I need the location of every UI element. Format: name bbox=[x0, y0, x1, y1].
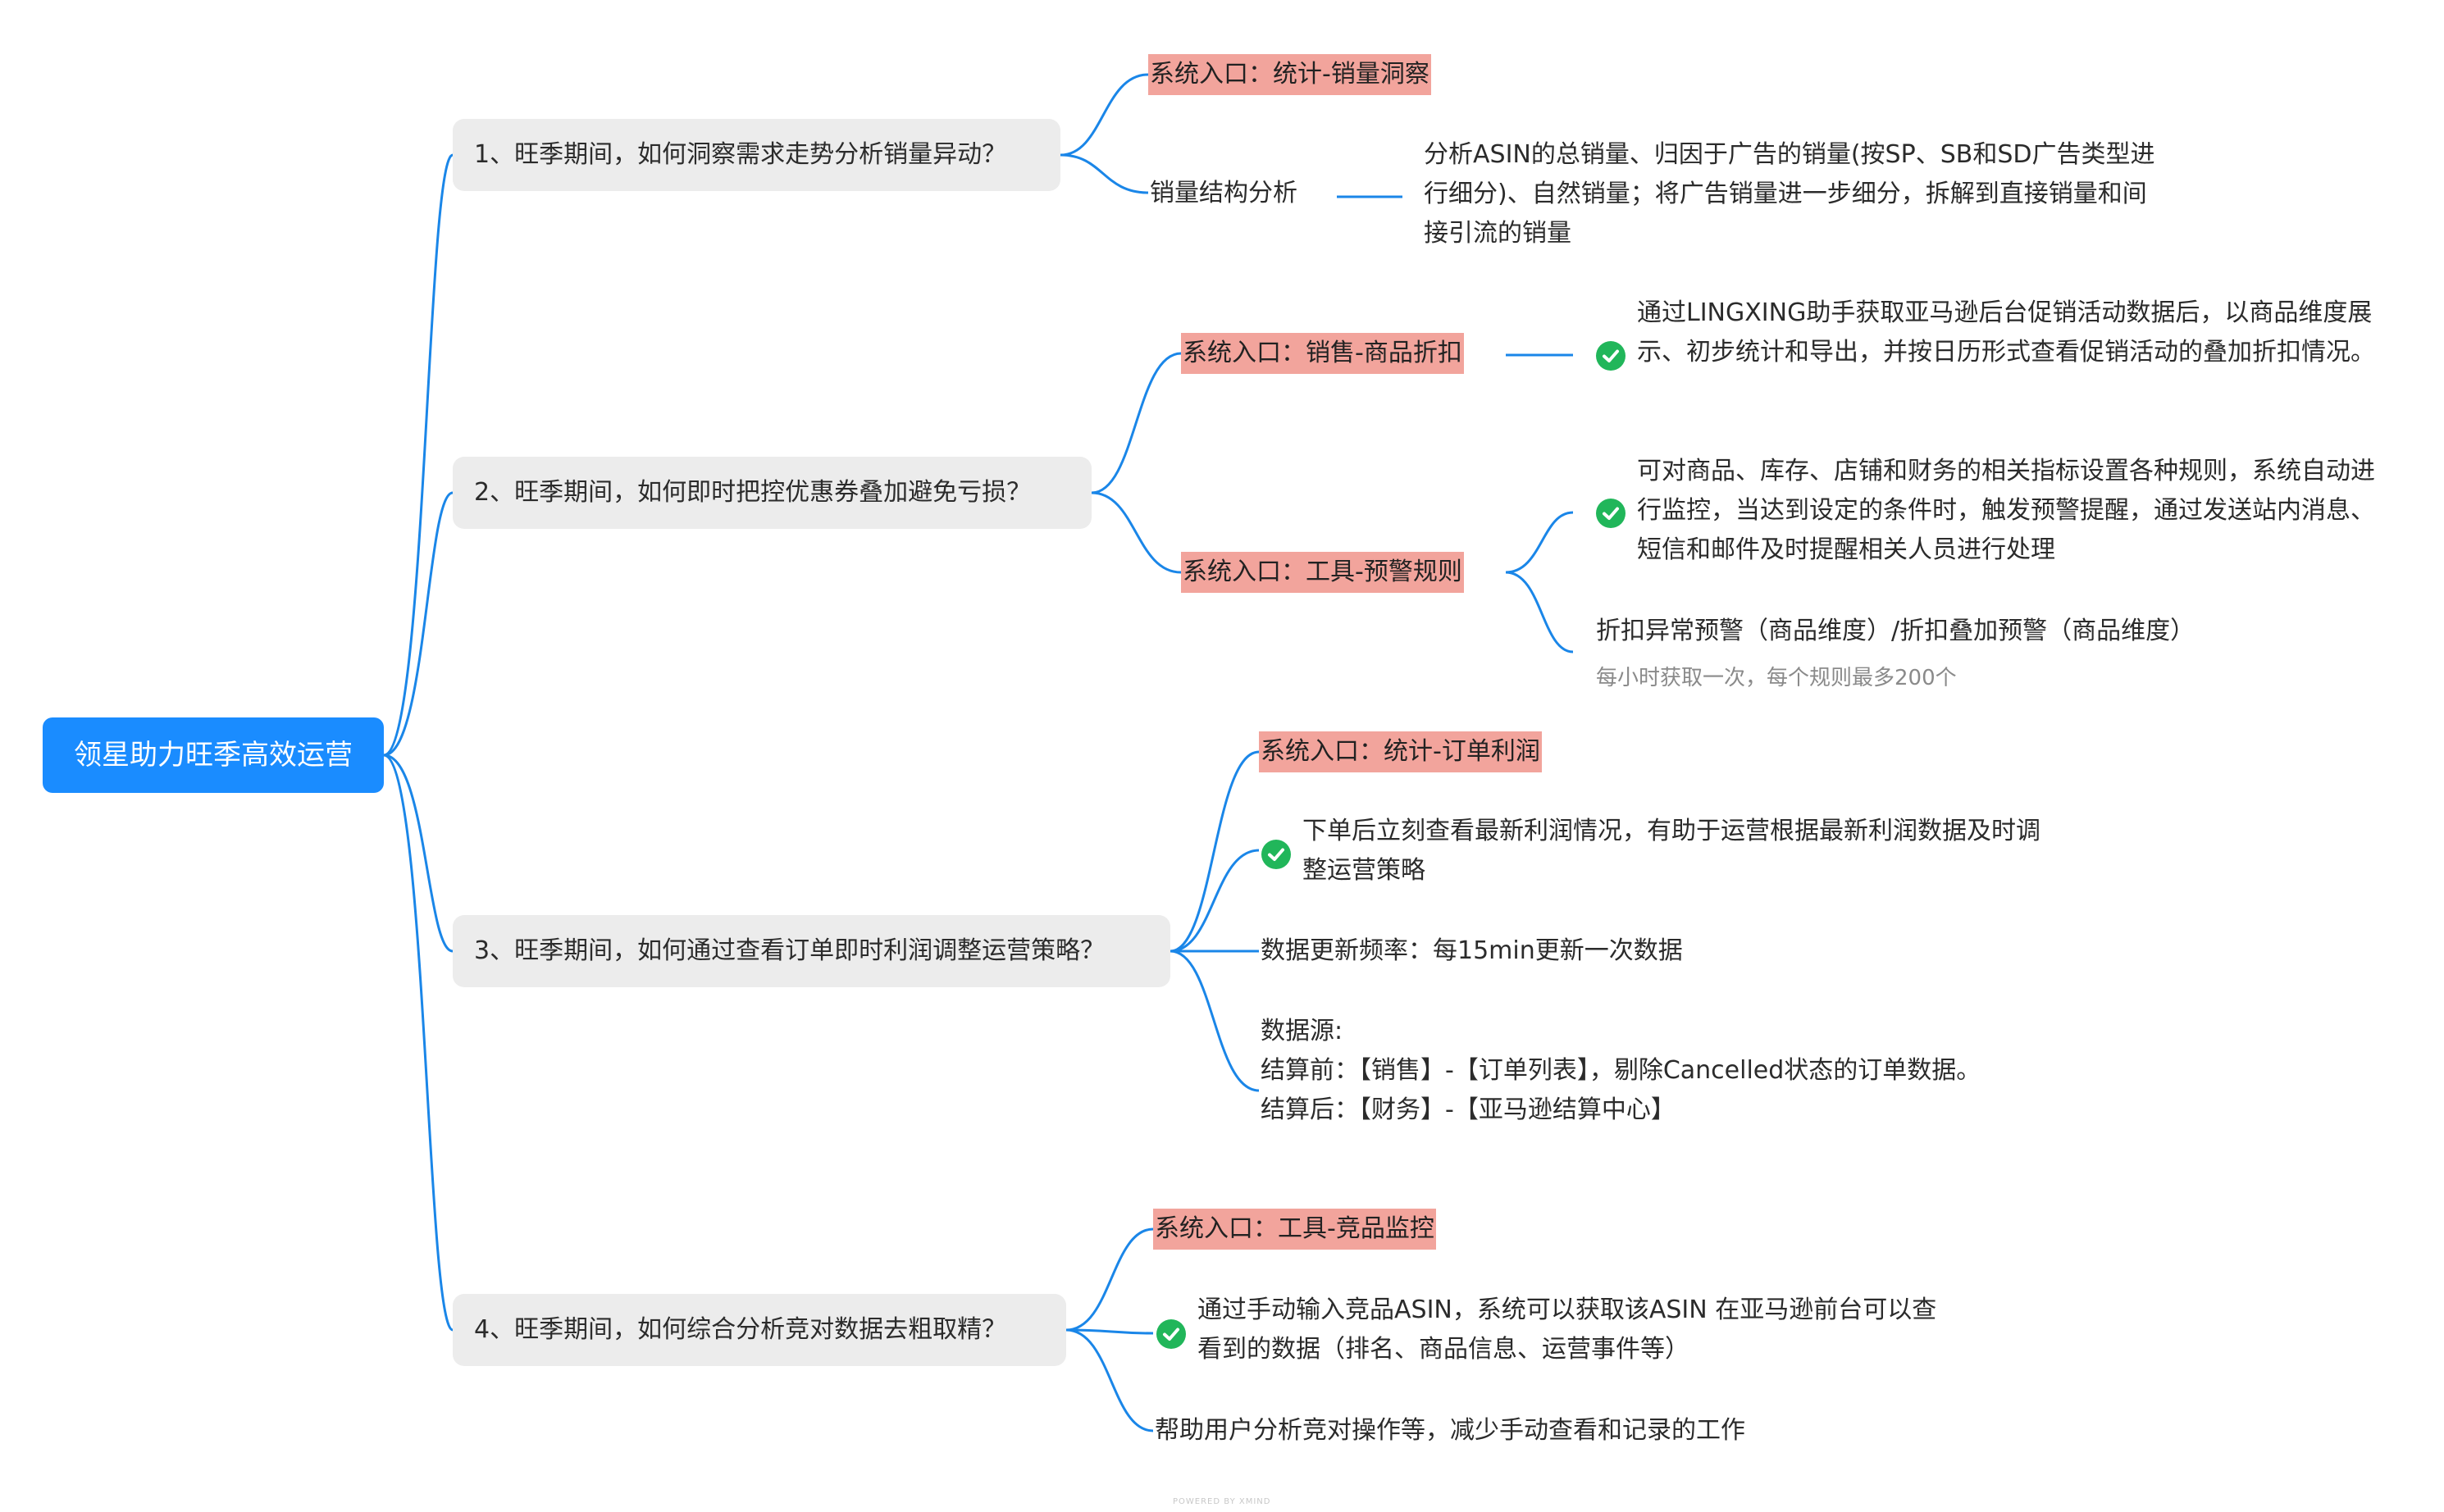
competitor-monitor-detail[interactable]: 通过手动输入竞品ASIN，系统可以获取该ASIN 在亚马逊前台可以查看到的数据（… bbox=[1197, 1296, 1937, 1364]
connector-root-q1 bbox=[383, 153, 454, 757]
system-entry-alert-rules[interactable]: 系统入口：工具-预警规则 bbox=[1181, 552, 1464, 593]
connector-q3-entry bbox=[1170, 750, 1260, 953]
product-discount-detail[interactable]: 通过LINGXING助手获取亚马逊后台促销活动数据后，以商品维度展示、初步统计和… bbox=[1637, 298, 2375, 367]
question-node-4[interactable]: 4、旺季期间，如何综合分析竞对数据去粗取精？ bbox=[453, 1294, 1066, 1366]
connector-root-q2 bbox=[383, 491, 454, 757]
connector-q2-entry-a bbox=[1091, 352, 1182, 494]
data-source-before: 结算前：【销售】-【订单列表】，剔除Cancelled状态的订单数据。 bbox=[1261, 1056, 1981, 1085]
connector-entry-b-alert bbox=[1505, 571, 1574, 654]
check-circle-icon bbox=[1596, 499, 1626, 528]
system-entry-sales-insight[interactable]: 系统入口：统计-销量洞察 bbox=[1148, 54, 1431, 95]
data-update-frequency[interactable]: 数据更新频率：每15min更新一次数据 bbox=[1261, 936, 1683, 965]
connector-q4-detail bbox=[1065, 1328, 1154, 1335]
competitor-help-text[interactable]: 帮助用户分析竞对操作等，减少手动查看和记录的工作 bbox=[1155, 1416, 1745, 1445]
connector-q3-detail bbox=[1170, 849, 1260, 953]
discount-alert-types[interactable]: 折扣异常预警（商品维度）/折扣叠加预警（商品维度） bbox=[1596, 617, 2195, 645]
question-node-1[interactable]: 1、旺季期间，如何洞察需求走势分析销量异动？ bbox=[453, 119, 1060, 191]
connector-q2-entry-b bbox=[1091, 491, 1182, 574]
check-circle-icon bbox=[1596, 341, 1626, 371]
connector-q1-sub bbox=[1060, 153, 1149, 194]
check-circle-icon bbox=[1156, 1319, 1186, 1349]
system-entry-order-profit[interactable]: 系统入口：统计-订单利润 bbox=[1259, 731, 1542, 772]
connector-root-q3 bbox=[383, 754, 454, 953]
data-source-block[interactable]: 数据源: 结算前：【销售】-【订单列表】，剔除Cancelled状态的订单数据。… bbox=[1261, 1012, 2015, 1130]
connector-q3-source bbox=[1170, 950, 1260, 1092]
check-circle-icon bbox=[1261, 840, 1291, 869]
root-node[interactable]: 领星助力旺季高效运营 bbox=[43, 717, 384, 793]
sales-structure-analysis[interactable]: 销量结构分析 bbox=[1150, 179, 1297, 207]
system-entry-product-discount[interactable]: 系统入口：销售-商品折扣 bbox=[1181, 333, 1464, 374]
discount-alert-note: 每小时获取一次，每个规则最多200个 bbox=[1596, 666, 1957, 690]
sales-structure-detail[interactable]: 分析ASIN的总销量、归因于广告的销量(按SP、SB和SD广告类型进行细分)、自… bbox=[1424, 140, 2155, 248]
connector-q4-help bbox=[1065, 1328, 1154, 1432]
connector-q4-entry bbox=[1065, 1227, 1154, 1332]
alert-rules-detail[interactable]: 可对商品、库存、店铺和财务的相关指标设置各种规则，系统自动进行监控，当达到设定的… bbox=[1637, 457, 2375, 564]
connector-entry-b-detail bbox=[1505, 511, 1574, 574]
data-source-title: 数据源: bbox=[1261, 1017, 1343, 1045]
connector-root-q4 bbox=[383, 754, 454, 1332]
connector-q1-entry bbox=[1060, 73, 1149, 157]
question-node-2[interactable]: 2、旺季期间，如何即时把控优惠券叠加避免亏损？ bbox=[453, 457, 1092, 529]
order-profit-detail[interactable]: 下单后立刻查看最新利润情况，有助于运营根据最新利润数据及时调整运营策略 bbox=[1302, 817, 2040, 885]
system-entry-competitor-monitor[interactable]: 系统入口：工具-竞品监控 bbox=[1153, 1209, 1436, 1250]
question-node-3[interactable]: 3、旺季期间，如何通过查看订单即时利润调整运营策略？ bbox=[453, 915, 1170, 987]
data-source-after: 结算后：【财务】-【亚马逊结算中心】 bbox=[1261, 1095, 1676, 1124]
powered-by-footer: POWERED BY XMIND bbox=[1173, 1497, 1271, 1506]
